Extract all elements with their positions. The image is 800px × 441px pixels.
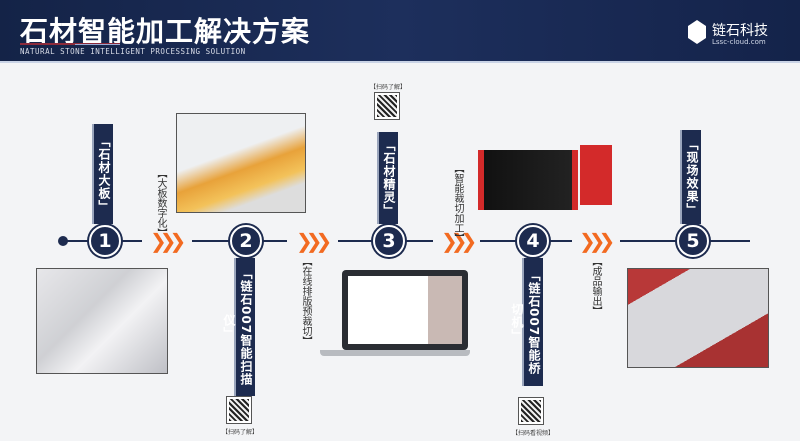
step-4-label: 「链石007智能桥切机」 (510, 258, 543, 386)
transition-label: 【在线排版预裁切】 (300, 256, 311, 346)
step-3-label: 「石材精灵」 (377, 132, 398, 224)
transition-label: 【成品输出】 (590, 256, 601, 316)
qr-label: 【扫码看视频】 (512, 430, 555, 437)
qr-label: 【扫码了解】 (222, 429, 259, 436)
step-1-label: 「石材大板」 (92, 124, 113, 224)
brand-logo-icon (688, 20, 706, 44)
chevron-right-icon: ❯❯❯ (296, 229, 332, 253)
title-underline (20, 43, 120, 45)
marble-slab-photo (36, 268, 168, 374)
bridge-cutter-photo (478, 150, 578, 210)
qr-code[interactable] (226, 396, 252, 424)
step-1-number: 1 (89, 225, 121, 257)
title-underline-accent (75, 44, 120, 45)
scanner-photo (176, 113, 306, 213)
page-title: 石材智能加工解决方案 (20, 15, 311, 48)
qr-label: 【扫码了解】 (370, 84, 407, 91)
step-3-number: 3 (373, 225, 405, 257)
laptop-base (320, 350, 470, 356)
step-4-number: 4 (517, 225, 549, 257)
chevron-right-icon: ❯❯❯ (441, 229, 477, 253)
qr-code[interactable] (518, 397, 544, 425)
transition-label: 【智能裁切加工】 (452, 163, 463, 243)
step-2-number: 2 (230, 225, 262, 257)
chevron-right-icon: ❯❯❯ (150, 229, 186, 253)
brand-name: 链石科技 (712, 23, 768, 39)
chevron-right-icon: ❯❯❯ (579, 229, 615, 253)
step-5-number: 5 (677, 225, 709, 257)
step-2-label: 「链石007智能扫描仪」 (222, 258, 255, 396)
page-subtitle: NATURAL STONE INTELLIGENT PROCESSING SOL… (20, 47, 246, 56)
laptop-software-image (342, 270, 468, 350)
header: 石材智能加工解决方案 NATURAL STONE INTELLIGENT PRO… (0, 0, 800, 63)
transition-label: 【大板数字化】 (155, 168, 166, 238)
site-effect-photo (627, 268, 769, 368)
qr-code[interactable] (374, 92, 400, 120)
brand-url: Lssc-cloud.com (712, 38, 766, 46)
step-5-label: 「现场效果」 (680, 130, 701, 224)
bridge-cutter-panel (580, 145, 612, 205)
